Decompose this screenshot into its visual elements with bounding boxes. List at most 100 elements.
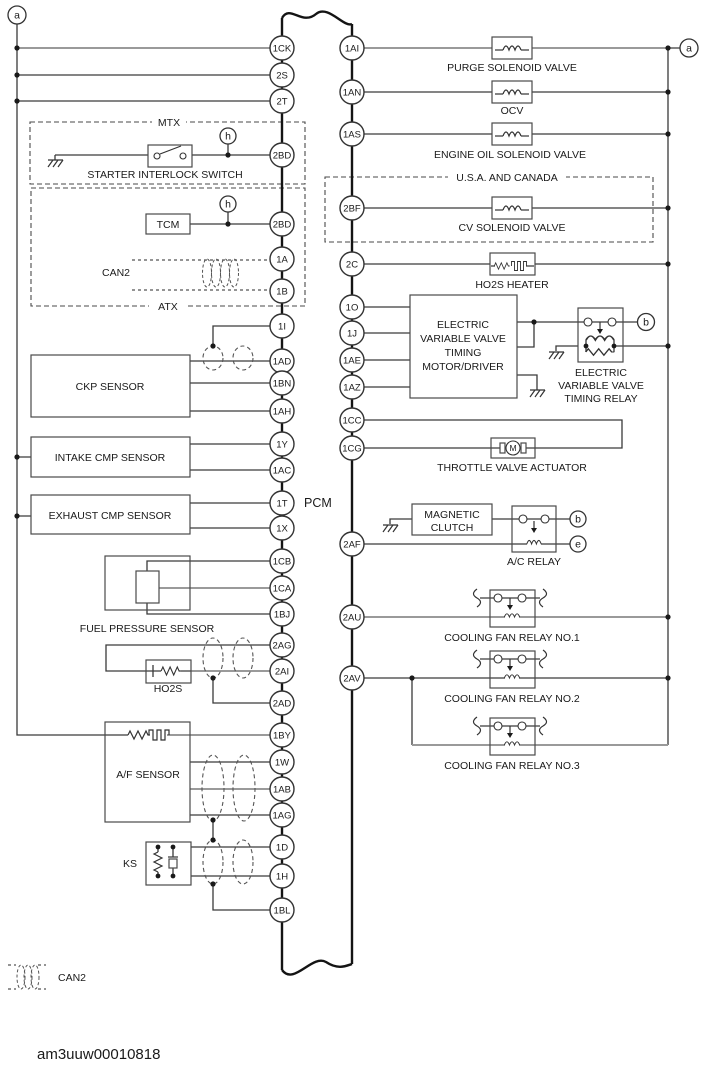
svg-text:1A: 1A — [276, 255, 288, 266]
svg-text:1BL: 1BL — [274, 906, 291, 917]
can2-label: CAN2 — [102, 267, 130, 279]
svg-text:2BF: 2BF — [343, 204, 361, 215]
svg-text:1BJ: 1BJ — [274, 610, 291, 621]
ho2s-label: HO2S — [154, 683, 183, 695]
pcm-pin-2AD: 2AD — [269, 690, 295, 716]
cooling-fan-relay-3 — [472, 716, 548, 756]
pcm-pin-1T: 1T — [269, 490, 295, 516]
pcm-left-pins: 1CK 2S 2T 2BD 2BD 1A 1B 1I 1AD 1BN 1AH 1… — [269, 35, 295, 923]
pcm-pin-1AB: 1AB — [269, 776, 295, 802]
svg-text:1CG: 1CG — [342, 444, 362, 455]
wire-break-icon — [472, 716, 482, 736]
ref-a-left: a — [7, 5, 27, 25]
svg-text:1AB: 1AB — [273, 785, 291, 796]
svg-text:1AZ: 1AZ — [343, 383, 361, 394]
svg-text:b: b — [575, 514, 581, 526]
wire-break-icon — [538, 588, 548, 608]
cv-solenoid-valve-box — [491, 196, 533, 220]
svg-text:1AG: 1AG — [272, 811, 291, 822]
svg-text:1Y: 1Y — [276, 440, 288, 451]
labels: MTX ATX U.S.A. AND CANADA STARTER INTERL… — [37, 62, 644, 1063]
pcm-pin-2S: 2S — [269, 62, 295, 88]
pcm-pin-1BY: 1BY — [269, 722, 295, 748]
ref-b-ac: b — [569, 510, 587, 528]
engine-oil-solenoid-valve-box — [491, 122, 533, 146]
pcm-pin-1CB: 1CB — [269, 548, 295, 574]
can2-legend-icon — [8, 964, 46, 990]
evvt-relay-label-1: ELECTRIC — [575, 367, 627, 379]
relay-resistor-icon — [584, 348, 616, 356]
pcm-pin-1AG: 1AG — [269, 802, 295, 828]
relay-arrow-icon — [506, 725, 514, 739]
svg-text:1I: 1I — [278, 322, 286, 333]
svg-text:1B: 1B — [276, 287, 288, 298]
af-sensor-box — [104, 721, 191, 823]
pcm-pin-2AG: 2AG — [269, 632, 295, 658]
svg-text:1AS: 1AS — [343, 130, 361, 141]
pcm-right-pins: 1AI 1AN 1AS 2BF 2C 1O 1J 1AE 1AZ 1CC 1CG… — [339, 35, 365, 691]
pcm-pin-1AI: 1AI — [339, 35, 365, 61]
evvt-motor-driver-label-2: VARIABLE VALVE — [420, 333, 506, 345]
pcm-pin-2C: 2C — [339, 251, 365, 277]
svg-text:1D: 1D — [276, 843, 288, 854]
svg-text:1CA: 1CA — [273, 584, 292, 595]
svg-text:2AU: 2AU — [343, 613, 362, 624]
cooling-fan-relay-1 — [472, 588, 548, 628]
pcm-pin-1AN: 1AN — [339, 79, 365, 105]
ckp-sensor-label: CKP SENSOR — [76, 381, 145, 393]
fuel-pressure-sensor-box — [104, 555, 191, 611]
cv-solenoid-valve-label: CV SOLENOID VALVE — [459, 222, 566, 234]
svg-text:2AV: 2AV — [343, 674, 361, 685]
pcm-pin-1CA: 1CA — [269, 575, 295, 601]
atx-region-box — [30, 187, 306, 307]
evvt-motor-driver-label-1: ELECTRIC — [437, 319, 489, 331]
ho2s-box — [145, 659, 192, 684]
can2-legend-label: CAN2 — [58, 972, 86, 984]
evvt-motor-driver-label-4: MOTOR/DRIVER — [422, 361, 504, 373]
solenoid-coil-icon — [502, 45, 522, 51]
af-sensor-label: A/F SENSOR — [116, 769, 180, 781]
ref-h-atx: h — [219, 195, 237, 213]
svg-text:b: b — [643, 317, 649, 329]
pcm-pin-1Y: 1Y — [269, 431, 295, 457]
ground-icon — [382, 524, 399, 533]
pcm-pin-1AE: 1AE — [339, 347, 365, 373]
usa-canada-region-label: U.S.A. AND CANADA — [456, 172, 558, 184]
ho2s-heater-box — [489, 252, 536, 276]
svg-text:2T: 2T — [276, 97, 287, 108]
wire-break-icon — [472, 649, 482, 669]
magnetic-clutch-label-1: MAGNETIC — [424, 509, 480, 521]
svg-text:1AD: 1AD — [273, 357, 292, 368]
svg-text:1CB: 1CB — [273, 557, 291, 568]
magnetic-clutch-box — [382, 503, 493, 536]
pcm-pin-1CK: 1CK — [269, 35, 295, 61]
relay-coil-icon — [503, 674, 521, 679]
fuel-pressure-sensor-label: FUEL PRESSURE SENSOR — [80, 623, 215, 635]
ground-icon — [548, 351, 565, 360]
engine-oil-solenoid-valve-label: ENGINE OIL SOLENOID VALVE — [434, 149, 586, 161]
pcm-pin-2BD-mtx: 2BD — [269, 142, 295, 168]
motor-m-label: M — [509, 443, 516, 453]
atx-region-label: ATX — [158, 301, 178, 313]
solenoid-coil-icon — [502, 131, 522, 137]
throttle-valve-actuator-label: THROTTLE VALVE ACTUATOR — [437, 462, 587, 474]
pcm-pin-1D: 1D — [269, 834, 295, 860]
relay-coil-icon — [526, 539, 542, 545]
evvt-relay — [529, 307, 624, 398]
evvt-relay-label-2: VARIABLE VALVE — [558, 380, 644, 392]
pcm-pin-1CG: 1CG — [339, 435, 365, 461]
svg-text:1J: 1J — [347, 329, 357, 340]
pcm-pin-2T: 2T — [269, 88, 295, 114]
solenoid-coil-icon — [502, 205, 522, 211]
svg-text:e: e — [575, 539, 581, 551]
throttle-valve-actuator-box — [490, 437, 536, 459]
svg-text:a: a — [686, 43, 692, 55]
svg-text:2AG: 2AG — [272, 641, 291, 652]
ground-icon — [529, 389, 546, 398]
pcm-pin-1J: 1J — [339, 320, 365, 346]
ac-relay-label: A/C RELAY — [507, 556, 561, 568]
ref-circles: a a h h b b e — [7, 5, 699, 553]
cooling-fan-relay-2 — [472, 649, 548, 689]
pcm-pin-1X: 1X — [269, 515, 295, 541]
